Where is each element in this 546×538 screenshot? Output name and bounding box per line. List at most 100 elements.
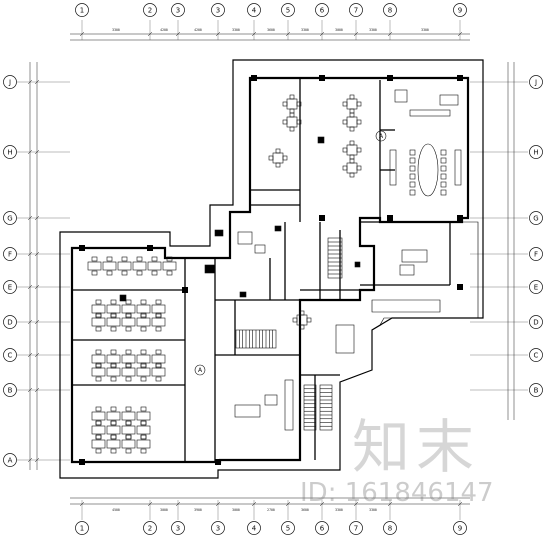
axis-bubble-label: 3	[216, 525, 220, 533]
workstation-chair	[95, 376, 102, 382]
dimension-tick	[387, 501, 393, 507]
workstation-chair	[155, 326, 162, 332]
workstation-chair	[151, 256, 158, 262]
axis-bubble-circle	[3, 211, 17, 225]
column-bubble-top: 3	[211, 3, 225, 17]
conference-chair	[409, 157, 416, 164]
conference-chair	[409, 149, 416, 156]
chair	[349, 172, 355, 178]
workstation-chair	[110, 448, 117, 454]
dimension-tick	[285, 501, 291, 507]
workstation-desk	[91, 411, 106, 421]
workstation-chair	[140, 326, 147, 332]
office-desk	[335, 324, 355, 354]
stair-flight	[327, 237, 343, 279]
table-top	[346, 162, 358, 174]
chair	[275, 148, 281, 154]
row-bubble-left: C	[3, 348, 17, 362]
office-desk	[401, 249, 428, 263]
dimension-value-bottom: 3300	[335, 508, 343, 512]
workstation-chair	[121, 256, 128, 262]
workstation-desk	[151, 367, 166, 377]
axis-bubble-circle	[3, 348, 17, 362]
dimension-value-top: 3300	[112, 28, 120, 32]
dimension-value-bottom: 3900	[194, 508, 202, 512]
row-bubble-right: G	[529, 211, 543, 225]
chair	[349, 126, 355, 132]
workstation-desk	[136, 304, 151, 314]
chair	[282, 119, 288, 125]
column-bubble-top: 2	[143, 3, 157, 17]
column-bubble-top: 1	[75, 3, 89, 17]
workstation-chair	[140, 363, 147, 369]
column-bubble-bottom: 6	[315, 521, 329, 535]
table-top	[346, 144, 358, 156]
axis-bubble-circle	[75, 521, 89, 535]
axis-bubble-label: B	[534, 387, 539, 395]
row-bubble-left: A	[3, 453, 17, 467]
chair	[349, 94, 355, 100]
axis-bubble-circle	[453, 3, 467, 17]
conference-chair	[440, 181, 447, 188]
structural-column	[251, 75, 257, 81]
workstation-chair	[95, 313, 102, 319]
dimension-value-bottom: 3600	[301, 508, 309, 512]
workstation-chair	[95, 406, 102, 412]
structural-column	[457, 215, 463, 221]
workstation-desk	[106, 439, 121, 449]
workstation-chair	[155, 299, 162, 305]
table-top	[286, 98, 298, 110]
axis-bubble-circle	[75, 3, 89, 17]
dimension-value-top: 3300	[232, 28, 240, 32]
workstation-chair	[95, 420, 102, 426]
workstation-chair	[166, 270, 173, 276]
office-chair	[399, 264, 415, 276]
chair	[268, 155, 274, 161]
column-bubble-top: 6	[315, 3, 329, 17]
dimension-tick	[79, 501, 85, 507]
axis-bubble-label: F	[8, 251, 12, 259]
chair	[292, 317, 298, 323]
planter-box	[371, 299, 441, 313]
cabinet	[409, 109, 451, 117]
workstation-chair	[140, 376, 147, 382]
workstation-chair	[140, 448, 147, 454]
dimension-tick	[353, 31, 359, 37]
axis-bubble-circle	[281, 521, 295, 535]
row-bubble-left: H	[3, 145, 17, 159]
structural-column	[147, 245, 153, 251]
dimension-value-top: 4200	[194, 28, 202, 32]
axis-bubble-label: B	[8, 387, 13, 395]
dimension-tick	[147, 501, 153, 507]
axis-bubble-circle	[3, 280, 17, 294]
dimension-tick	[147, 31, 153, 37]
dimension-value-top: 3600	[267, 28, 275, 32]
workstation-desk	[117, 261, 132, 271]
dimension-tick	[27, 149, 33, 155]
workstation-desk	[147, 261, 162, 271]
workstation-desk	[121, 367, 136, 377]
row-bubble-left: B	[3, 383, 17, 397]
symbol-label: A	[198, 367, 203, 374]
dimension-tick	[27, 457, 33, 463]
axis-bubble-circle	[247, 521, 261, 535]
workstation-chair	[110, 420, 117, 426]
equipment-block	[317, 136, 325, 144]
dimension-value-bottom: 3300	[369, 508, 377, 512]
chair	[282, 155, 288, 161]
dimension-tick	[175, 501, 181, 507]
workstation-chair	[110, 312, 117, 318]
workstation-chair	[140, 362, 147, 368]
workstation-desk	[106, 411, 121, 421]
axis-bubble-circle	[349, 3, 363, 17]
axis-bubble-circle	[3, 315, 17, 329]
workstation-row	[91, 420, 151, 440]
axis-bubble-circle	[3, 247, 17, 261]
axis-bubble-label: E	[534, 284, 538, 292]
workstation-chair	[95, 299, 102, 305]
workstation-chair	[110, 420, 117, 426]
row-bubble-right: E	[529, 280, 543, 294]
conference-chair	[440, 165, 447, 172]
